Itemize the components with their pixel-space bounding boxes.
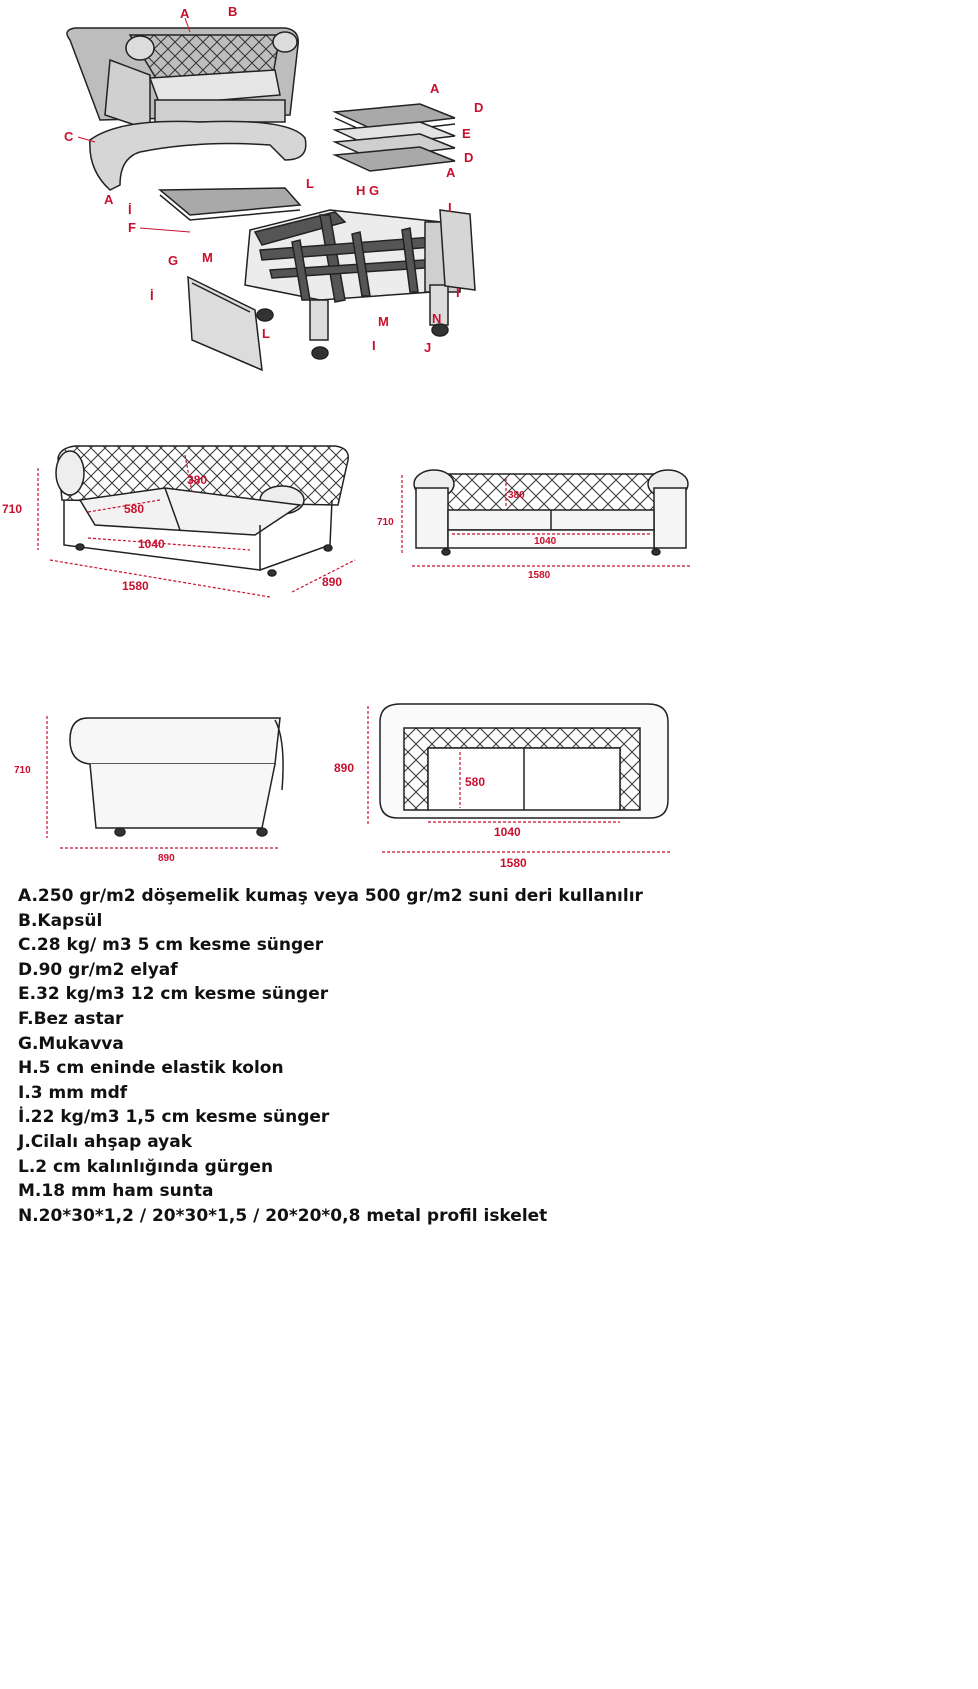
label-a-top: A [180, 6, 190, 21]
label-e-stack: E [462, 126, 471, 141]
side-height: 710 [14, 765, 31, 776]
label-m-left: M [202, 250, 213, 265]
front-inner-width: 1040 [534, 536, 557, 547]
legend-item: C.28 kg/ m3 5 cm kesme sünger [18, 935, 324, 956]
label-a-stack1: A [430, 81, 440, 96]
label-hg: H G [356, 183, 379, 198]
label-l-bottom: L [262, 326, 270, 341]
label-n: N [432, 311, 441, 326]
legend-item: M.18 mm ham sunta [18, 1181, 214, 1202]
legend-item: D.90 gr/m2 elyaf [18, 959, 178, 980]
armchair-shell [66, 27, 299, 132]
persp-inner-width: 1040 [138, 537, 165, 551]
legend-item: İ.22 kg/m3 1,5 cm kesme sünger [18, 1107, 330, 1128]
top-length: 1580 [500, 856, 527, 870]
material-legend: A.250 gr/m2 döşemelik kumaş veya 500 gr/… [18, 884, 778, 1228]
label-i-bottom: I [372, 338, 376, 353]
legend-item: B.Kapsül [18, 910, 103, 931]
front-view [413, 469, 689, 556]
label-a-stack2: A [446, 165, 456, 180]
label-i-left: İ [128, 202, 132, 217]
side-depth: 890 [158, 853, 175, 864]
label-i-right2: I [456, 285, 460, 300]
side-dims [46, 716, 278, 849]
front-back-height: 380 [508, 490, 525, 501]
front-height: 710 [377, 517, 394, 528]
top-view [379, 703, 669, 819]
top-inner-width: 1040 [494, 825, 521, 839]
label-b-top: B [228, 4, 237, 19]
persp-length: 1580 [122, 579, 149, 593]
top-dims [367, 706, 670, 853]
legend-item: H.5 cm eninde elastik kolon [18, 1058, 284, 1079]
exploded-view [66, 27, 476, 372]
front-dims [401, 475, 690, 567]
label-m-frame: M [378, 314, 389, 329]
persp-height: 710 [2, 502, 22, 516]
label-f: F [128, 220, 136, 235]
sofa-frame [244, 209, 471, 360]
exploded-labels: A B C A İ F G M İ L H G I A D E D A I N … [64, 4, 483, 355]
side-panel-right [439, 209, 476, 291]
perspective-view [55, 445, 349, 577]
label-c: C [64, 129, 74, 144]
seat-pad-left [157, 187, 302, 216]
label-l-frame: L [306, 176, 314, 191]
legend-item: L.2 cm kalınlığında gürgen [18, 1156, 274, 1177]
back-foam [89, 120, 307, 191]
label-j: J [424, 340, 431, 355]
layer-stack [332, 103, 456, 172]
label-d-stack1: D [474, 100, 483, 115]
label-g-left: G [168, 253, 178, 268]
legend-item: I.3 mm mdf [18, 1082, 128, 1103]
label-d-stack2: D [464, 150, 473, 165]
side-panel-left [187, 275, 263, 372]
legend-item: J.Cilalı ahşap ayak [18, 1131, 193, 1152]
legend-item: F.Bez astar [18, 1008, 124, 1029]
persp-seat-width: 580 [124, 502, 144, 516]
legend-item: E.32 kg/m3 12 cm kesme sünger [18, 984, 329, 1005]
persp-depth: 890 [322, 575, 342, 589]
top-seat-depth: 580 [465, 775, 485, 789]
label-i-right: I [448, 200, 452, 215]
perspective-dims [37, 454, 356, 598]
side-view [69, 717, 284, 837]
persp-back-height: 380 [187, 473, 207, 487]
legend-item: N.20*30*1,2 / 20*30*1,5 / 20*20*0,8 meta… [18, 1205, 548, 1226]
top-depth: 890 [334, 761, 354, 775]
legend-item: A.250 gr/m2 döşemelik kumaş veya 500 gr/… [18, 886, 643, 906]
label-a-left: A [104, 192, 114, 207]
label-i-panel: İ [150, 288, 154, 303]
front-length: 1580 [528, 570, 551, 581]
legend-item: G.Mukavva [18, 1033, 124, 1054]
